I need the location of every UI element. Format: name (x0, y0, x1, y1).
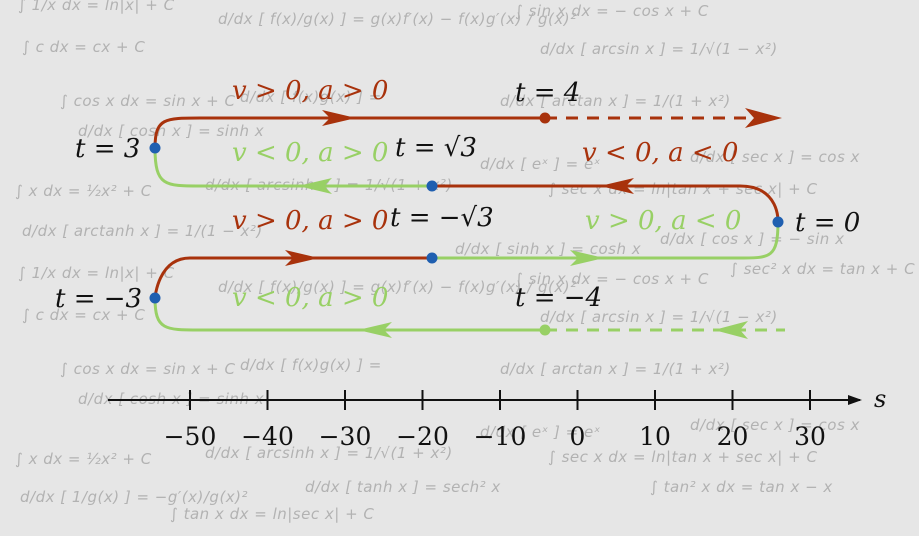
axis-tick-label: 30 (794, 422, 826, 451)
arrow-left-upper-green (298, 178, 332, 194)
background-formula: d/dx [ sinh x ] = cosh x (455, 240, 642, 258)
background-formula: ∫ x dx = ½x² + C (15, 182, 152, 200)
axis-tick-label: 20 (716, 422, 749, 451)
axis-tick-label: −40 (241, 422, 294, 451)
background-formula: ∫ 1/x dx = ln|x| + C (18, 0, 175, 14)
motion-label-seg6: v < 0, a > 0 (232, 283, 389, 313)
background-formula: d/dx [ 1/g(x) ] = −g′(x)/g(x)² (20, 488, 249, 506)
path-red-top (153, 116, 545, 149)
motion-label-seg4: v > 0, a > 0 (232, 206, 389, 236)
background-formula: d/dx [ f(x)g(x) ] = (240, 356, 382, 374)
point-tsqrt3 (426, 180, 438, 192)
axis-tick-label: −30 (318, 422, 372, 451)
path-green-upper (153, 147, 432, 188)
arrow-right-top (322, 110, 356, 126)
background-formula: d/dx [ sec x ] = cos x (690, 416, 860, 434)
background-formula: d/dx [ arctan x ] = 1/(1 + x²) (500, 92, 731, 110)
background-formula: d/dx [ eˣ ] = eˣ (480, 155, 601, 173)
background-formula: d/dx [ arcsin x ] = 1/√(1 − x²) (540, 308, 778, 326)
background-formula: ∫ x dx = ½x² + C (15, 450, 152, 468)
background-formula: d/dx [ sec x ] = cos x (690, 148, 860, 166)
axis-tick-label: 10 (639, 422, 671, 451)
arrow-left-upper-red (600, 178, 634, 194)
background-formula: d/dx [ f(x)/g(x) ] = g(x)f′(x) − f(x)g′(… (218, 10, 577, 28)
background-formula: d/dx [ arctanh x ] = 1/(1 − x²) (22, 222, 263, 240)
background-formula: d/dx [ eˣ ] = eˣ (480, 423, 601, 441)
background-formula: ∫ tan x dx = ln|sec x| + C (170, 505, 375, 523)
point-tneg4 (539, 324, 551, 336)
point-t4 (539, 112, 551, 124)
background-formula: ∫ 1/x dx = ln|x| + C (18, 264, 175, 282)
motion-label-seg1: v > 0, a > 0 (232, 76, 389, 106)
background-formula: d/dx [ f(x)g(x) ] = (240, 88, 382, 106)
label-t4: t = 4 (515, 78, 581, 108)
arrow-left-lower-green (358, 322, 392, 338)
label-t3: t = 3 (75, 134, 141, 164)
background-formula: ∫ sec x dx = ln|tan x + sec x| + C (548, 448, 818, 466)
background-formula: d/dx [ cosh x ] = sinh x (78, 122, 265, 140)
axis-tick-label: 0 (569, 422, 586, 451)
background-formula: ∫ cos x dx = sin x + C (60, 360, 236, 378)
background-formula: d/dx [ arcsinh x ] = 1/√(1 + x²) (205, 444, 453, 462)
background-formula: ∫ tan² x dx = tan x − x (650, 478, 833, 496)
background-formula: d/dx [ cos x ] = − sin x (660, 230, 845, 248)
motion-label-seg5: v > 0, a < 0 (585, 206, 742, 236)
axis-tick-label: −20 (396, 422, 449, 451)
point-tneg3 (149, 292, 161, 304)
label-tsqrt3: t = √3 (395, 133, 477, 163)
background-formula: d/dx [ arcsin x ] = 1/√(1 − x²) (540, 40, 778, 58)
motion-label-seg2: v < 0, a > 0 (232, 138, 389, 168)
point-tnegsqrt3 (426, 252, 438, 264)
background-formula: ∫ c dx = cx + C (22, 306, 146, 324)
arrow-right-middle-green (570, 250, 604, 266)
background-formula: d/dx [ arctan x ] = 1/(1 + x²) (500, 360, 731, 378)
background-formula: ∫ sin x dx = − cos x + C (515, 270, 709, 288)
path-green-lower (153, 297, 545, 332)
path-green-middle (432, 221, 780, 260)
label-t0: t = 0 (795, 208, 861, 238)
arrow-left-lower-green-dashed (714, 321, 748, 339)
label-tnegsqrt3: t = −√3 (390, 203, 494, 233)
axis-label-s: s (874, 385, 887, 413)
arrow-right-middle-red (285, 250, 319, 266)
point-t3 (149, 142, 161, 154)
label-tneg4: t = −4 (515, 283, 603, 313)
background-formula: d/dx [ f(x)/g(x) ] = g(x)f′(x) − f(x)g′(… (218, 278, 577, 296)
background-formula: ∫ cos x dx = sin x + C (60, 92, 236, 110)
point-t0 (772, 216, 784, 228)
axis-tick-label: −50 (163, 422, 217, 451)
motion-label-seg3: v < 0, a < 0 (582, 138, 739, 168)
background-formula: d/dx [ tanh x ] = sech² x (305, 478, 501, 496)
axis-tick-label: −10 (473, 422, 527, 451)
arrow-right-top-dashed (745, 108, 782, 128)
background-formula: ∫ c dx = cx + C (22, 38, 146, 56)
axis-tick-marks (189, 390, 811, 410)
label-tneg3: t = −3 (55, 284, 143, 314)
background-formula: ∫ sec² x dx = tan x + C (730, 260, 916, 278)
background-formula: ∫ sin x dx = − cos x + C (515, 2, 709, 20)
